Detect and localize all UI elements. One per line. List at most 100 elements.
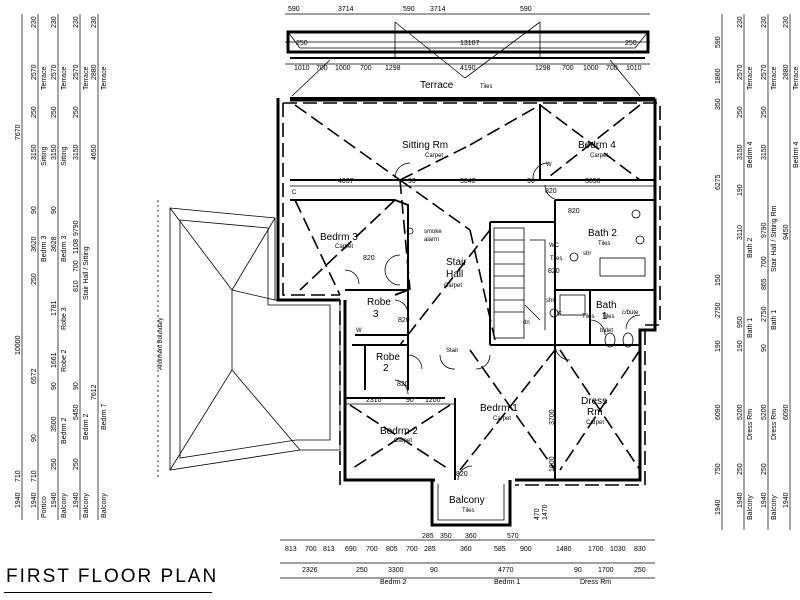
- room-balcony-name: Balcony: [449, 495, 485, 506]
- room-stair-hall-line1: Stair: [446, 257, 467, 268]
- dim-left-c2-7: 6572: [31, 368, 38, 384]
- dim-right-c1-9: 1940: [715, 499, 722, 515]
- dim-bottom-r1-extra-1: 360: [460, 546, 472, 553]
- shower-label-2: shr: [546, 298, 554, 304]
- dim-top-row3-4: 1298: [385, 65, 401, 72]
- bidet-label: bidet: [600, 328, 613, 334]
- dim-left-c2-1: 2570: [31, 64, 38, 80]
- dim-top-row2-right: 250: [625, 40, 637, 47]
- room-bedrm1-name: Bedrm 1: [480, 403, 518, 414]
- dim-bottom-r2-5: 90: [574, 567, 582, 574]
- dim-top-row3-5: 4190: [460, 65, 476, 72]
- dim-top-row1-0: 590: [288, 6, 300, 13]
- dim-right-c3-3: 3150: [761, 144, 768, 160]
- dim-left-c3-11: 1940: [51, 492, 58, 508]
- dim-bottom-r2-4: 4770: [498, 567, 514, 574]
- room-sitting-name: Sitting Rm: [402, 140, 448, 151]
- dim-int-5: 2310: [366, 397, 382, 404]
- dim-right-c4-4: 1940: [783, 492, 790, 508]
- dim-left-c3-2: 250: [51, 106, 58, 118]
- allotment-boundary-label: Allotment Boundary: [158, 318, 164, 370]
- dim-bottom-r1-6: 700: [406, 546, 418, 553]
- dim-right-c4-0: 230: [783, 16, 790, 28]
- room-bedrm4-name: Bedrm 4: [578, 140, 616, 151]
- dim-bottom-r1-11: 570: [507, 533, 519, 540]
- dim-right-c1-3: 6275: [715, 174, 722, 190]
- dim-left-c3-3: 3150: [51, 144, 58, 160]
- terrace-roof: [286, 21, 655, 99]
- dim-right-c2-t2: Bath 2: [747, 238, 754, 258]
- dim-left-c3-t6: Balcony: [61, 493, 68, 518]
- dim-int-15: 3700: [549, 409, 556, 425]
- shower-label-1: shr: [583, 251, 591, 257]
- ceiling-diagonals: [294, 104, 641, 471]
- interior-walls: [290, 104, 655, 480]
- dim-int-14: 820: [456, 471, 468, 478]
- room-stair-hall-line2: Hall: [446, 269, 463, 280]
- dim-left-c5-1: 2880: [91, 64, 98, 80]
- dim-left-c5-0: 230: [91, 16, 98, 28]
- dim-left-c3-t0: Terrace: [61, 67, 68, 90]
- room-bedrm2-name: Bedrm 2: [380, 426, 418, 437]
- dim-bottom-r3-0: Bedrm 2: [380, 579, 407, 586]
- smoke-alarm-label-1: smoke: [424, 229, 442, 235]
- dim-right-c2-t1: Bedrm 4: [747, 141, 754, 168]
- dim-left-c3-t5: Bedrm 2: [61, 417, 68, 444]
- wc-label: WC: [549, 243, 560, 249]
- dim-top-row2-left: 250: [296, 40, 308, 47]
- dim-int-12: 820: [398, 317, 410, 324]
- dim-left-c4-t0: Terrace: [83, 67, 90, 90]
- adjacent-roof: [169, 207, 341, 471]
- dim-left-c3-7: 1661: [51, 352, 58, 368]
- room-bedrm4-finish: Carpet: [590, 153, 608, 159]
- dim-int-4: 3850: [585, 178, 601, 185]
- dim-balcony-side-1: 1470: [542, 504, 549, 520]
- dim-int-16: 1000: [549, 456, 556, 472]
- dim-right-c3-t2: Bath 1: [771, 310, 778, 330]
- room-balcony-finish: Tiles: [462, 508, 474, 514]
- dim-left-c4-3: 3150: [73, 144, 80, 160]
- dim-right-c2-5: 3110: [737, 225, 744, 240]
- dim-right-c4-3: 6090: [783, 404, 790, 420]
- dim-right-c1-8: 750: [715, 463, 722, 475]
- dim-top-row3-8: 1000: [583, 65, 599, 72]
- room-bath1-line1: Bath: [596, 300, 617, 311]
- room-robe2-line1: Robe: [376, 352, 400, 363]
- smoke-alarm-label-2: alarm: [424, 237, 439, 243]
- dim-right-c3-2: 250: [761, 106, 768, 118]
- dim-left-c4-0: 230: [73, 16, 80, 28]
- room-robe2-line2: 2: [383, 363, 389, 374]
- dim-int-1: 90: [408, 178, 416, 185]
- dim-right-c3-11: 1940: [761, 492, 768, 508]
- dim-left-c1-3: 1940: [15, 492, 22, 508]
- tiles-label-1: Tiles: [550, 256, 562, 262]
- dim-left-c2-t1: Sitting: [41, 146, 48, 166]
- dim-left-c1-2: 710: [15, 470, 22, 482]
- dim-left-c2-0: 230: [31, 16, 38, 28]
- dim-left-c2-t2: Bedrm 3: [41, 235, 48, 262]
- dim-left-c2-4: 3620: [31, 236, 38, 252]
- dim-left-c4-10: 250: [73, 458, 80, 470]
- dim-left-c1-1: 10000: [15, 335, 22, 355]
- dim-right-c2-10: 1940: [737, 492, 744, 508]
- dim-right-c3-t1: Stair Hall / Sitting Rm: [771, 205, 778, 272]
- dim-top-row1-2: 590: [403, 6, 415, 13]
- dim-int-6: 90: [406, 397, 414, 404]
- dim-left-c3-10: 250: [51, 458, 58, 470]
- right-dimension-lines: [721, 14, 791, 530]
- dim-bottom-r1-12: 900: [520, 546, 532, 553]
- w-label-1: W: [546, 162, 552, 168]
- room-bedrm3-finish: Carpet: [335, 244, 353, 250]
- dim-bottom-r1-2: 813: [323, 546, 335, 553]
- dim-right-c3-4: 9790: [761, 222, 768, 238]
- dim-int-10: 820: [548, 268, 560, 275]
- dim-right-c1-6: 190: [715, 340, 722, 352]
- doors: [344, 162, 641, 481]
- dim-right-c2-t3: Bath 1: [747, 318, 754, 338]
- dim-right-c2-t5: Balcony: [747, 495, 754, 520]
- dim-right-c1-7: 6090: [715, 404, 722, 420]
- dim-bottom-r2-6: 1700: [598, 567, 614, 574]
- dim-right-c2-6: 950: [737, 316, 744, 328]
- dim-right-c3-t0: Terrace: [771, 67, 778, 90]
- stair-label: Stair: [446, 348, 458, 354]
